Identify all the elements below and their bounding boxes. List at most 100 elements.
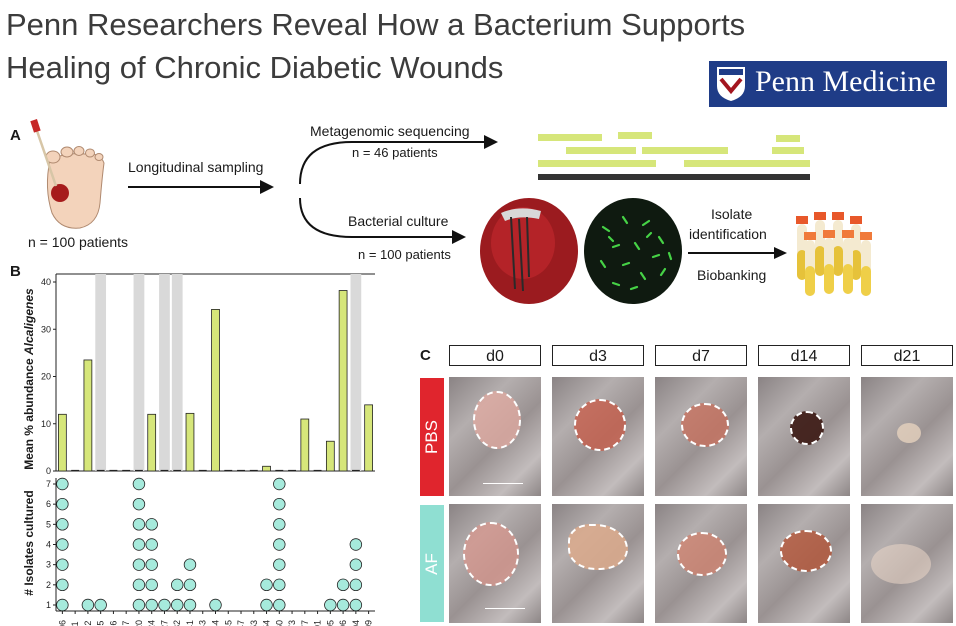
wound-photo-pbs-d14 bbox=[758, 377, 850, 496]
longitudinal-sampling-label: Longitudinal sampling bbox=[128, 159, 264, 175]
biobank-tubes-icon bbox=[796, 212, 872, 296]
isolate-point-160 bbox=[273, 578, 286, 592]
row-label-af-text: AF bbox=[422, 552, 441, 575]
isolate-point-120 bbox=[132, 578, 146, 592]
shaded-column bbox=[350, 274, 362, 471]
branch-arrows-icon bbox=[299, 135, 498, 244]
isolate-point-106 bbox=[56, 578, 69, 592]
isolate-point-106 bbox=[56, 518, 69, 531]
bar-112 bbox=[83, 359, 93, 472]
day-header-d3: d3 bbox=[552, 345, 644, 366]
bar-154 bbox=[262, 465, 271, 472]
day-header-d14: d14 bbox=[758, 345, 850, 366]
wound-photo-af-d21 bbox=[861, 504, 953, 623]
panel-b-bottom-ylabel: # Isolates cultured bbox=[22, 490, 36, 596]
x-tick-label-309: 309 bbox=[364, 620, 374, 626]
culture-plate-icon bbox=[480, 198, 578, 304]
bar-106 bbox=[58, 413, 67, 472]
isolate-point-304 bbox=[349, 538, 363, 551]
isolate-point-141 bbox=[183, 558, 197, 571]
isolate-point-196 bbox=[336, 598, 350, 612]
bar-144 bbox=[211, 309, 220, 472]
isolate-point-124 bbox=[145, 558, 158, 571]
bottom-y-tick-label: 4 bbox=[46, 540, 51, 550]
x-tick-label-111: 111 bbox=[70, 621, 80, 626]
x-tick-label-120: 120 bbox=[134, 620, 144, 626]
x-tick-label-304: 304 bbox=[351, 620, 361, 626]
isolate-point-124 bbox=[145, 538, 158, 551]
bottom-y-tick-label: 2 bbox=[46, 580, 51, 590]
wound-photo-af-d7 bbox=[655, 504, 747, 623]
isolate-point-160 bbox=[273, 518, 286, 531]
panel-b-label: B bbox=[10, 263, 21, 280]
isolate-point-106 bbox=[56, 558, 69, 571]
x-tick-label-124: 124 bbox=[147, 620, 157, 626]
top-ylabel-text: Mean % abundance bbox=[22, 358, 36, 470]
bar-195 bbox=[325, 440, 335, 472]
panel-a-label: A bbox=[10, 127, 21, 144]
isolate-point-160 bbox=[273, 497, 286, 511]
isolate-point-120 bbox=[132, 518, 146, 531]
isolate-point-120 bbox=[132, 558, 146, 571]
isolate-point-141 bbox=[183, 578, 197, 592]
isolate-point-154 bbox=[260, 578, 273, 592]
x-tick-label-115: 115 bbox=[96, 621, 106, 626]
bottom-y-tick-label: 6 bbox=[46, 499, 51, 509]
top-y-tick-label: 30 bbox=[41, 324, 51, 334]
x-tick-label-173: 173 bbox=[287, 620, 297, 626]
logo-text: Penn Medicine bbox=[755, 65, 936, 98]
x-tick-label-112: 112 bbox=[83, 621, 93, 626]
isolate-point-106 bbox=[56, 538, 69, 551]
sampling-arrow-icon bbox=[128, 180, 274, 194]
metagenomic-label: Metagenomic sequencing bbox=[310, 123, 470, 139]
isolate-point-112 bbox=[81, 598, 95, 612]
isolate-point-120 bbox=[132, 598, 146, 612]
isolate-point-304 bbox=[349, 558, 363, 571]
top-ylabel-italic: Alcaligenes bbox=[22, 288, 36, 355]
top-y-tick-label: 40 bbox=[41, 277, 51, 287]
panel-b-top-ylabel: Mean % abundance Alcaligenes bbox=[22, 284, 36, 474]
wound-photo-pbs-d0 bbox=[449, 377, 541, 496]
isolate-point-144 bbox=[209, 598, 222, 612]
wound-photo-pbs-d21 bbox=[861, 377, 953, 496]
x-tick-label-153: 153 bbox=[249, 620, 259, 626]
isolate-point-106 bbox=[56, 497, 69, 511]
bar-196 bbox=[338, 290, 348, 472]
top-y-tick-label: 20 bbox=[41, 372, 51, 382]
day-header-d21: d21 bbox=[861, 345, 953, 366]
x-tick-label-191: 191 bbox=[313, 620, 323, 626]
bottom-y-tick-label: 3 bbox=[46, 560, 51, 570]
bottom-chart-points bbox=[56, 477, 363, 612]
x-tick-label-132: 132 bbox=[172, 620, 182, 626]
isolate-point-106 bbox=[56, 477, 69, 491]
fluorescence-microscopy-icon bbox=[584, 198, 682, 304]
bottom-y-tick-label: 5 bbox=[46, 519, 51, 529]
isolate-point-124 bbox=[145, 598, 158, 612]
x-tick-label-154: 154 bbox=[262, 620, 272, 626]
top-y-tick-label: 0 bbox=[46, 466, 51, 476]
x-tick-label-177: 177 bbox=[300, 620, 310, 626]
isolate-point-106 bbox=[56, 598, 69, 612]
sequencing-reads-diagram bbox=[538, 130, 810, 186]
row-label-af: AF bbox=[420, 505, 444, 622]
x-tick-label-143: 143 bbox=[198, 620, 208, 626]
wound-photo-af-d0 bbox=[449, 504, 541, 623]
isolate-point-120 bbox=[132, 497, 146, 511]
day-header-d7: d7 bbox=[655, 345, 747, 366]
bar-309 bbox=[364, 404, 373, 472]
shaded-column bbox=[133, 274, 145, 471]
isolate-point-124 bbox=[145, 518, 158, 531]
isolate-point-141 bbox=[183, 598, 197, 612]
panel-a-patients-left: n = 100 patients bbox=[28, 234, 129, 250]
day-header-d0: d0 bbox=[449, 345, 541, 366]
wound-photo-pbs-d7 bbox=[655, 377, 747, 496]
x-tick-label-147: 147 bbox=[236, 620, 246, 626]
wound-photo-pbs-d3 bbox=[552, 377, 644, 496]
bottom-y-tick-label: 1 bbox=[46, 600, 51, 610]
bar-141 bbox=[185, 412, 195, 472]
x-tick-label-127: 127 bbox=[159, 620, 169, 626]
isolate-point-132 bbox=[171, 578, 184, 592]
x-tick-label-106: 106 bbox=[57, 620, 67, 626]
page-title-line1: Penn Researchers Reveal How a Bacterium … bbox=[6, 7, 746, 42]
